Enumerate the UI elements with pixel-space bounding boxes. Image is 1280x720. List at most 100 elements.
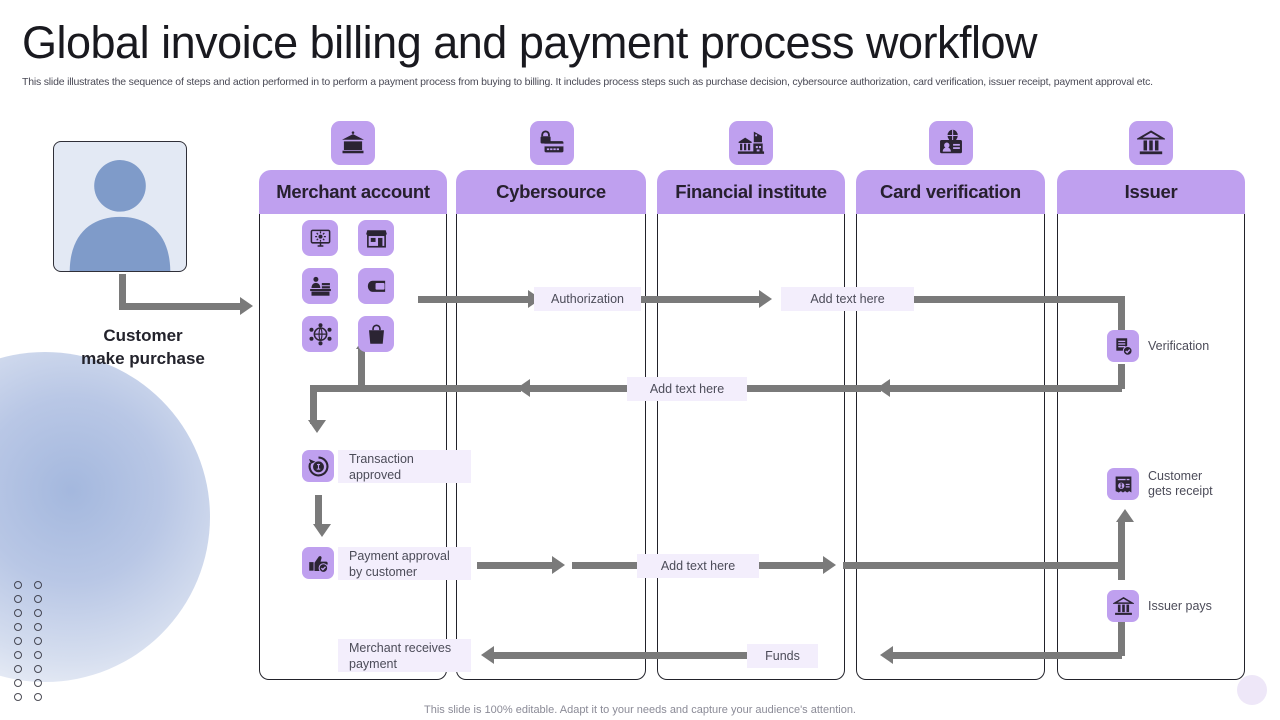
flow-line-funds-to-merchant [494, 652, 752, 659]
lane-badge-issuer [1126, 118, 1176, 168]
merchant-icon-4 [302, 316, 338, 352]
id-card-globe-icon [937, 129, 965, 157]
shop-storefront-icon [365, 227, 388, 250]
customer-receipt-line1: Customer [1148, 469, 1203, 483]
item-customer-gets-receipt[interactable]: Customer gets receipt [1107, 468, 1213, 500]
transaction-refresh-icon [308, 456, 329, 477]
tag-authorization-label: Authorization [551, 292, 624, 306]
swipe-card-hand-icon [365, 275, 388, 298]
merchant-icon-2 [302, 268, 338, 304]
flow-arrow-head-8 [481, 646, 494, 664]
customer-arrow-head [240, 297, 253, 315]
lane-header-merchant-account[interactable]: Merchant account [259, 170, 447, 214]
customer-label-line2: make purchase [81, 349, 205, 368]
lane-label-cybersource: Cybersource [496, 181, 606, 202]
receipt-icon [1113, 474, 1134, 495]
tag-add-text-2-label: Add text here [649, 382, 725, 396]
customer-arrow-horizontal [119, 303, 240, 310]
transaction-approved-line1: Transaction [349, 451, 414, 466]
tag-authorization[interactable]: Authorization [534, 287, 641, 311]
customer-arrow-vertical [119, 274, 126, 310]
decorative-dot-grid [8, 578, 48, 704]
bank-building-icon [339, 129, 367, 157]
flow-line-issuer-down-to-funds [1118, 622, 1125, 656]
flow-arrow-head-up-receipt [1116, 509, 1134, 522]
payment-approval-line1: Payment approval [349, 548, 450, 563]
flow-arrow-head-5 [552, 556, 565, 574]
flow-line-down-to-verification [1118, 296, 1125, 332]
lane-badge-financial-institute [726, 118, 776, 168]
online-store-monitor-icon [309, 227, 332, 250]
flow-arrow-head-down-payment [313, 524, 331, 537]
issuer-pays-icon-box [1107, 590, 1139, 622]
merchant-icon-3 [358, 268, 394, 304]
customer-label-line1: Customer [103, 326, 183, 345]
merchant-icon-0 [302, 220, 338, 256]
shopping-bag-icon [365, 323, 388, 346]
merchant-icon-grid [302, 220, 404, 352]
flow-line-issuer-up [1118, 520, 1125, 580]
merchant-icon-1 [358, 220, 394, 256]
page-subtitle: This slide illustrates the sequence of s… [22, 76, 1153, 88]
tag-funds[interactable]: Funds [747, 644, 818, 668]
customer-receipt-label: Customer gets receipt [1148, 469, 1213, 499]
tag-payment-approval[interactable]: Payment approval by customer [338, 547, 471, 580]
item-issuer-pays[interactable]: Issuer pays [1107, 590, 1212, 622]
lane-label-issuer: Issuer [1124, 181, 1178, 202]
flow-line-cardverif-to-issuer-2 [843, 562, 1118, 569]
bank-columns-icon [1112, 596, 1134, 617]
flow-arrow-head-3 [877, 379, 890, 397]
checkout-counter-icon [309, 275, 332, 298]
verification-icon-box [1107, 330, 1139, 362]
merchant-icon-5 [358, 316, 394, 352]
flow-line-transaction-to-payment [315, 495, 322, 527]
lane-header-card-verification[interactable]: Card verification [856, 170, 1045, 214]
lane-card-verification [856, 214, 1045, 680]
merchant-receives-line1: Merchant receives [349, 640, 452, 655]
thumbs-up-check-icon [308, 553, 329, 574]
flow-line-cybersource-to-merchant [310, 385, 521, 392]
tag-add-text-1[interactable]: Add text here [781, 287, 914, 311]
verification-label: Verification [1148, 338, 1210, 353]
lane-badge-cybersource [527, 118, 577, 168]
lane-merchant-account [259, 214, 447, 680]
flow-line-up-to-merchant-icons [358, 347, 365, 387]
customer-receipt-line2: gets receipt [1148, 484, 1213, 498]
global-network-icon [308, 322, 332, 346]
tag-add-text-3-label: Add text here [660, 559, 736, 573]
tag-add-text-3[interactable]: Add text here [637, 554, 759, 578]
tag-add-text-2[interactable]: Add text here [627, 377, 747, 401]
tag-merchant-receives-payment[interactable]: Merchant receives payment [338, 639, 471, 672]
flow-line-down-to-transaction [310, 385, 317, 424]
lane-header-issuer[interactable]: Issuer [1057, 170, 1245, 214]
tag-transaction-approved[interactable]: Transaction approved [338, 450, 471, 483]
flow-line-issuer-to-cardverif [890, 385, 1122, 392]
flow-arrow-head-7 [880, 646, 893, 664]
bank-columns-icon [1137, 129, 1165, 157]
lane-header-financial-institute[interactable]: Financial institute [657, 170, 845, 214]
lane-header-cybersource[interactable]: Cybersource [456, 170, 646, 214]
slide-footer-note: This slide is 100% editable. Adapt it to… [424, 704, 856, 716]
decorative-corner-circle [1237, 675, 1267, 705]
flow-line-issuer-to-funds [893, 652, 1122, 659]
lane-badge-card-verification [926, 118, 976, 168]
payment-approval-icon-box [302, 547, 334, 579]
item-verification[interactable]: Verification [1107, 330, 1209, 362]
lane-label-card-verification: Card verification [880, 181, 1021, 202]
flow-line-financial-to-cardverif-2 [755, 562, 823, 569]
flow-arrow-head-2 [759, 290, 772, 308]
flow-arrow-merchant-to-cybersource [418, 296, 528, 303]
tag-funds-label: Funds [765, 649, 800, 663]
lane-financial-institute [657, 214, 845, 680]
merchant-receives-line2: payment [349, 656, 397, 671]
lane-badge-merchant-account [328, 118, 378, 168]
transaction-approved-line2: approved [349, 467, 402, 482]
secure-card-icon [538, 129, 566, 157]
flow-arrow-head-4 [517, 379, 530, 397]
user-avatar-icon [54, 142, 186, 271]
flow-line-verification-down [1118, 364, 1125, 389]
tag-add-text-1-label: Add text here [810, 292, 885, 306]
payment-approval-line2: by customer [349, 564, 418, 579]
flow-line-cybersource-to-financial-2 [572, 562, 662, 569]
